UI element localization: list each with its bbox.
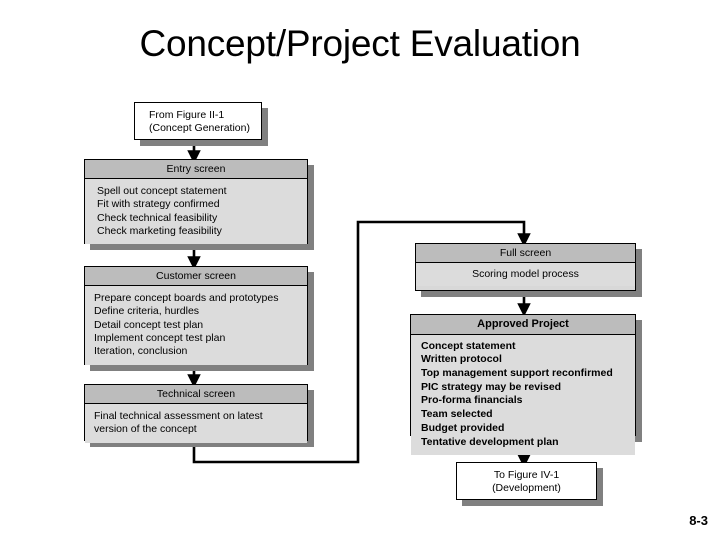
- list-item: Detail concept test plan: [94, 318, 204, 331]
- destination-terminator-line1: To Figure IV-1: [493, 469, 560, 481]
- destination-terminator-line2: (Development): [492, 482, 561, 495]
- list-item: Budget provided: [421, 421, 505, 434]
- stage-entry-screen[interactable]: Entry screen Spell out concept statement…: [84, 159, 308, 245]
- customer-screen-header: Customer screen: [85, 267, 307, 287]
- full-screen-items: Scoring model process: [416, 263, 635, 287]
- list-item: Tentative development plan: [421, 435, 559, 448]
- stage-full-screen[interactable]: Full screen Scoring model process: [415, 243, 636, 291]
- page-number: 8-3: [689, 513, 708, 528]
- list-item: Iteration, conclusion: [94, 345, 188, 358]
- stage-technical-screen[interactable]: Technical screen Final technical assessm…: [84, 384, 308, 443]
- approved-project-items: Concept statement Written protocol Top m…: [411, 334, 635, 456]
- source-terminator-box: From Figure II-1 (Concept Generation): [134, 102, 262, 140]
- list-item: Pro-forma financials: [421, 394, 523, 407]
- list-item: version of the concept: [94, 423, 197, 436]
- entry-screen-items: Spell out concept statement Fit with str…: [85, 179, 307, 245]
- list-item: Fit with strategy confirmed: [97, 198, 220, 211]
- stage-customer-screen[interactable]: Customer screen Prepare concept boards a…: [84, 266, 308, 365]
- approved-project-header: Approved Project: [411, 315, 635, 335]
- connector-technical-to-full: [192, 220, 531, 464]
- destination-terminator-box: To Figure IV-1 (Development): [456, 462, 597, 500]
- page-title: Concept/Project Evaluation: [139, 23, 581, 64]
- list-item: Spell out concept statement: [97, 185, 227, 198]
- list-item: Written protocol: [421, 353, 502, 366]
- customer-screen-items: Prepare concept boards and prototypes De…: [85, 286, 307, 365]
- technical-screen-header: Technical screen: [85, 385, 307, 405]
- list-item: Prepare concept boards and prototypes: [94, 292, 279, 305]
- list-item: Implement concept test plan: [94, 331, 226, 344]
- list-item: Final technical assessment on latest: [94, 410, 263, 423]
- full-screen-header: Full screen: [416, 244, 635, 264]
- list-item: Check technical feasibility: [97, 211, 218, 224]
- list-item: Scoring model process: [472, 268, 579, 281]
- source-terminator-line1: From Figure II-1: [149, 109, 225, 121]
- source-terminator-line2: (Concept Generation): [149, 122, 250, 135]
- list-item: Check marketing feasibility: [97, 224, 222, 237]
- entry-screen-header: Entry screen: [85, 160, 307, 180]
- list-item: Concept statement: [421, 339, 516, 352]
- technical-screen-items: Final technical assessment on latest ver…: [85, 404, 307, 443]
- list-item: Team selected: [421, 408, 493, 421]
- list-item: Define criteria, hurdles: [94, 305, 200, 318]
- stage-approved-project[interactable]: Approved Project Concept statement Writt…: [410, 314, 636, 456]
- list-item: Top management support reconfirmed: [421, 367, 613, 380]
- list-item: PIC strategy may be revised: [421, 380, 562, 393]
